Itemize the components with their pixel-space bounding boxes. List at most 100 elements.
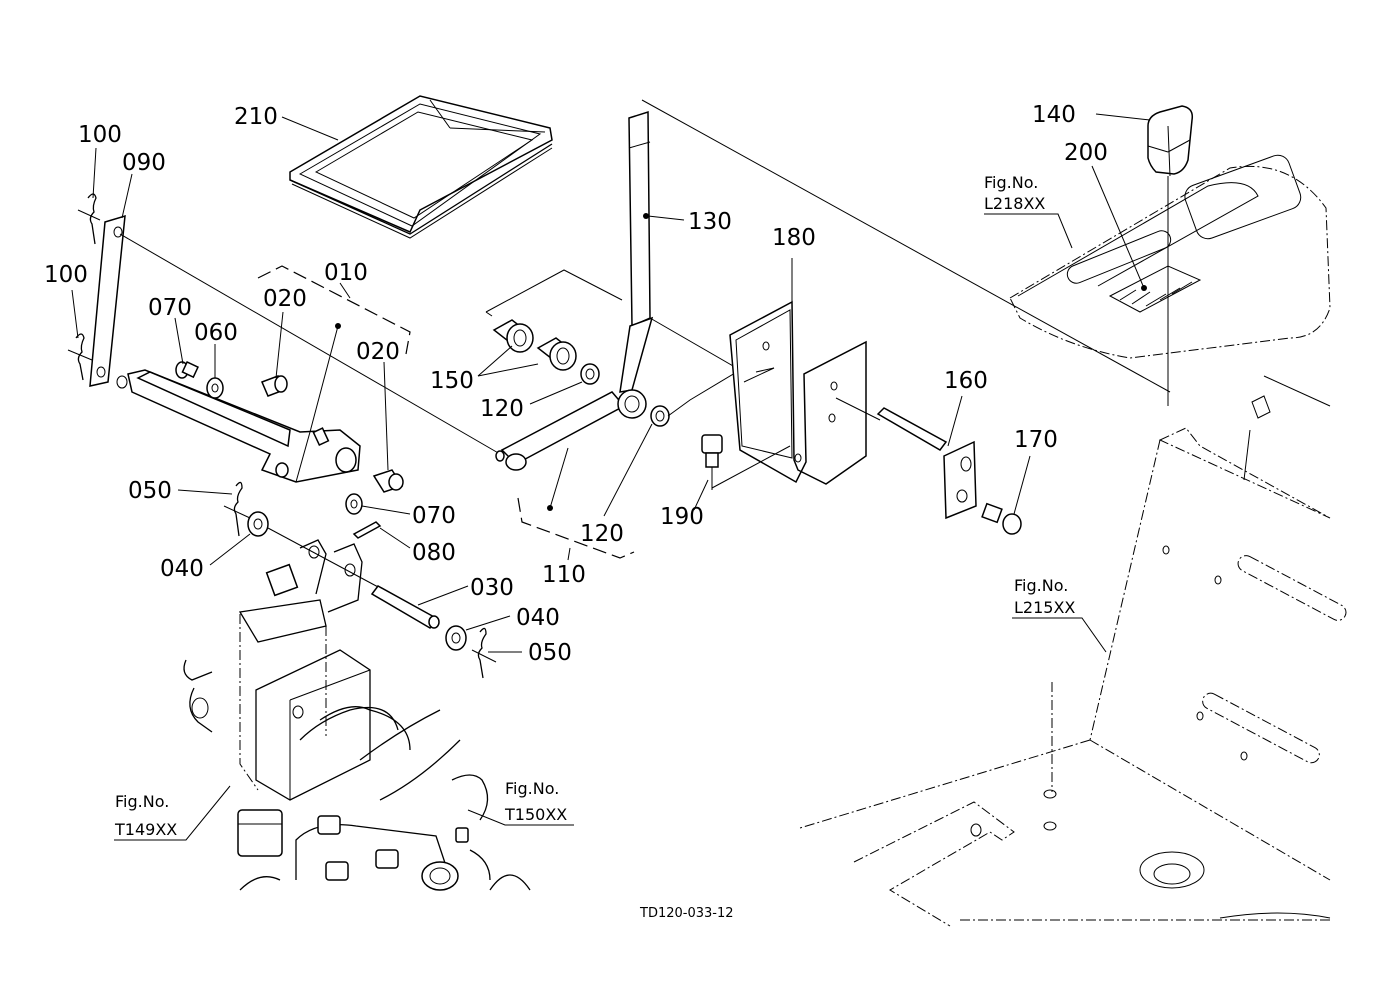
label-130: 130 — [688, 209, 732, 235]
label-140: 140 — [1032, 102, 1076, 128]
label-170: 170 — [1014, 427, 1058, 453]
label-030: 030 — [470, 575, 514, 601]
leader-L215 — [1012, 617, 1107, 653]
leader-080 — [379, 527, 411, 549]
part-090-link — [89, 214, 126, 387]
leader-060 — [174, 317, 184, 365]
label-210: 210 — [234, 104, 278, 130]
leader-170 — [1013, 455, 1031, 515]
axis-line-180 — [743, 367, 775, 383]
part-120-spacer-upper — [580, 363, 600, 385]
label-020-upper: 020 — [263, 286, 307, 312]
part-080-pin — [352, 521, 382, 539]
part-100-clip-lower — [67, 333, 93, 381]
axis-line-140 — [641, 99, 1171, 393]
part-110-arm — [485, 269, 647, 559]
leader-210 — [281, 116, 339, 141]
part-020-bushing-upper — [261, 375, 288, 397]
label-080: 080 — [412, 540, 456, 566]
figref-L218-prefix: Fig.No. — [984, 173, 1038, 192]
leader-020a — [275, 311, 284, 379]
label-090: 090 — [122, 150, 166, 176]
leader-200 — [1091, 165, 1145, 289]
axis-line-130 — [649, 317, 741, 417]
label-190: 190 — [660, 504, 704, 530]
part-210-manual — [289, 95, 553, 239]
part-050-clip-right — [471, 627, 497, 679]
part-040-washer-right — [445, 625, 467, 651]
leader-130 — [647, 215, 685, 221]
label-070-lower: 070 — [412, 503, 456, 529]
label-160: 160 — [944, 368, 988, 394]
figref-T150-prefix: Fig.No. — [505, 779, 559, 798]
figref-L218[interactable]: Fig.No. L218XX — [984, 173, 1045, 213]
frame-L215 — [799, 375, 1347, 927]
label-070-upper: 060 — [194, 320, 238, 346]
leader-100b — [71, 289, 79, 339]
part-060-bolt — [175, 361, 199, 379]
label-200: 200 — [1064, 140, 1108, 166]
label-180: 180 — [772, 225, 816, 251]
figref-L215[interactable]: Fig.No. L215XX — [1014, 576, 1075, 617]
leader-020b — [383, 361, 389, 471]
axis-line-030 — [267, 527, 381, 589]
leader-L218 — [984, 213, 1073, 249]
part-040-washer-left — [247, 511, 269, 537]
part-130-lever-handle — [619, 110, 654, 393]
leader-120a — [529, 381, 583, 405]
axis-line-090 — [119, 233, 501, 455]
figref-T149-prefix: Fig.No. — [115, 792, 169, 811]
leader-190 — [693, 479, 709, 511]
part-120-spacer-lower — [650, 405, 670, 427]
part-160-pin-plate — [876, 407, 977, 520]
part-030-pin — [370, 585, 440, 630]
part-070-washer-lower — [345, 493, 363, 515]
label-050-left: 050 — [128, 478, 172, 504]
leader-050a — [177, 489, 233, 495]
label-060: 070 — [148, 295, 192, 321]
leader-160 — [947, 395, 963, 447]
label-120-upper: 120 — [480, 396, 524, 422]
label-120-lower: 120 — [580, 521, 624, 547]
leader-140 — [1095, 113, 1151, 121]
leader-040a — [209, 533, 251, 566]
part-020-bushing-lower — [372, 469, 404, 493]
label-100-upper: 100 — [78, 122, 122, 148]
figref-L215-code[interactable]: L215XX — [1014, 598, 1075, 617]
part-170-knob — [981, 502, 1022, 535]
part-150-bushing-a — [492, 319, 534, 353]
leader-040b — [465, 615, 511, 631]
figref-T150-code[interactable]: T150XX — [504, 805, 567, 824]
label-010: 010 — [324, 260, 368, 286]
label-020-lower: 020 — [356, 339, 400, 365]
label-110: 110 — [542, 562, 586, 588]
leader-010-label — [339, 282, 351, 299]
label-100-lower: 100 — [44, 262, 88, 288]
leader-110-label — [567, 547, 571, 561]
part-150-bushing-b — [536, 337, 577, 371]
leader-150a — [477, 345, 513, 377]
figref-L218-code[interactable]: L218XX — [984, 194, 1045, 213]
leader-030 — [417, 585, 469, 606]
leader-070b — [361, 505, 411, 515]
figref-T150[interactable]: Fig.No. T150XX — [504, 779, 567, 824]
figref-T149-code[interactable]: T149XX — [114, 820, 177, 839]
drawing-code: TD120-033-12 — [639, 906, 734, 921]
leader-110 — [549, 447, 569, 509]
leader-T149 — [114, 785, 231, 841]
leader-090 — [121, 173, 133, 219]
console-L218 — [1009, 105, 1331, 406]
part-100-clip-upper — [77, 193, 101, 245]
valve-assembly — [183, 539, 531, 891]
figref-T149[interactable]: Fig.No. T149XX — [114, 792, 177, 839]
leader-100a — [92, 147, 97, 199]
part-010-lever — [116, 265, 411, 483]
label-150: 150 — [430, 368, 474, 394]
leader-010 — [309, 325, 339, 433]
label-040-right: 040 — [516, 605, 560, 631]
part-190-bolt — [701, 434, 723, 490]
label-040-left: 040 — [160, 556, 204, 582]
part-070-washer-upper — [206, 377, 224, 399]
part-180-bracket — [729, 300, 867, 485]
